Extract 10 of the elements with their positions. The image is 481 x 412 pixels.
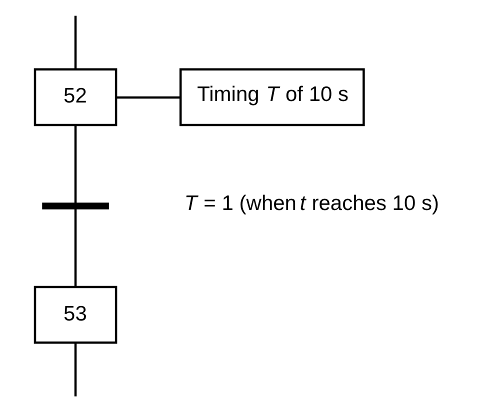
node-box: 53: [33, 286, 117, 344]
node-bar: [42, 202, 108, 210]
connector: [74, 208, 76, 287]
connector: [116, 96, 180, 99]
connector: [74, 16, 76, 70]
connector: [74, 125, 76, 204]
node-box: 52: [33, 68, 117, 126]
node-box: Timing T of 10 s: [178, 68, 364, 126]
node-label: T = 1 (when t reaches 10 s): [184, 192, 438, 216]
connector: [74, 342, 76, 396]
